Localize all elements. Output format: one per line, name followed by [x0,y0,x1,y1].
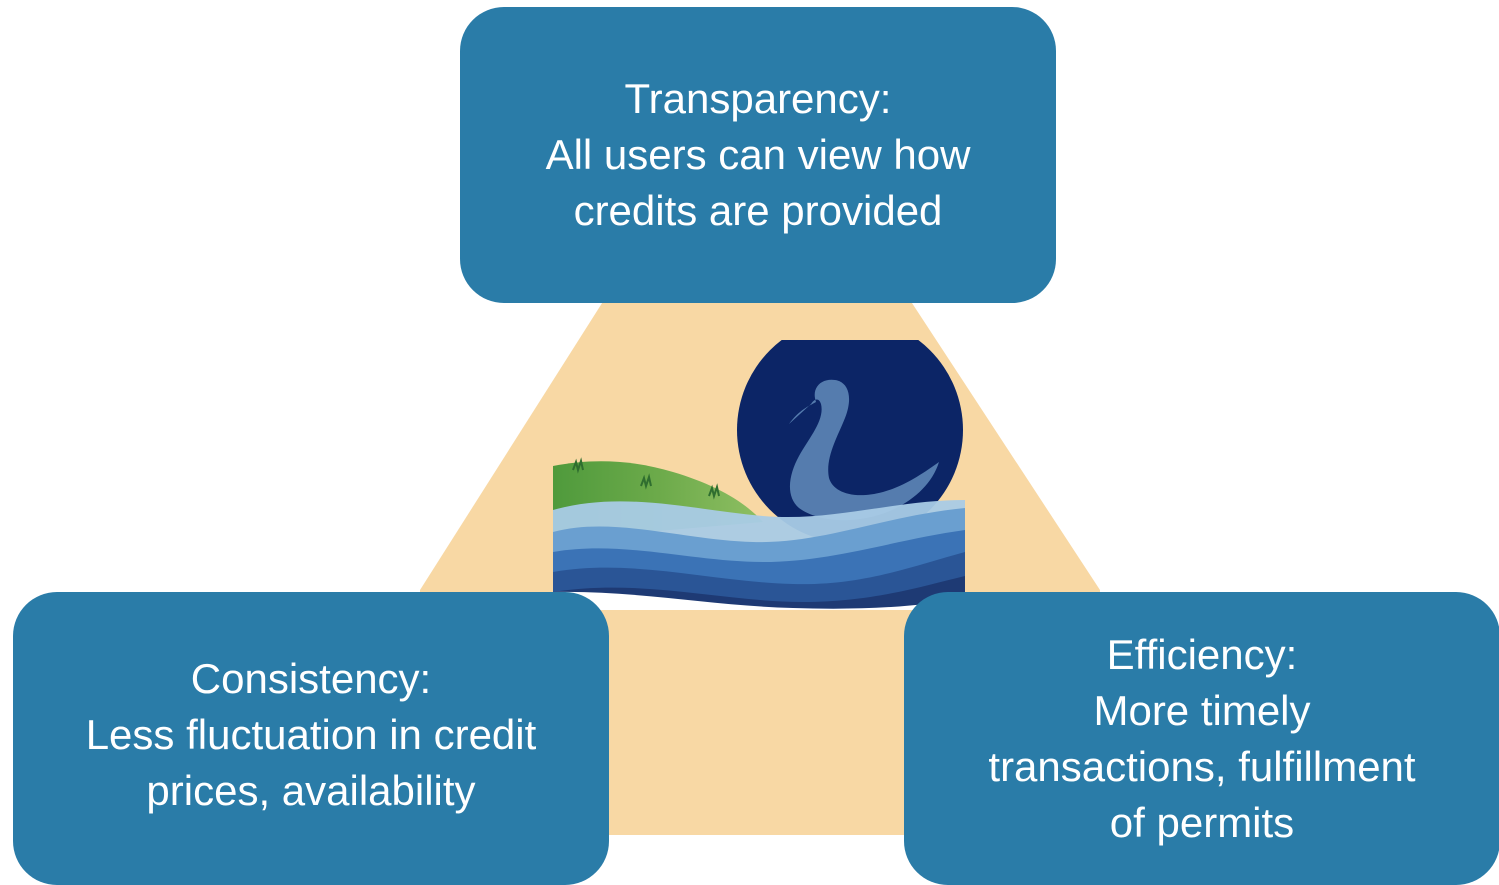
efficiency-line-1: More timely [1093,686,1311,734]
efficiency-heading: Efficiency: [1106,630,1298,678]
consistency-line-2: prices, availability [146,766,476,814]
transparency-line-2: credits are provided [573,187,943,234]
consistency-heading: Consistency: [190,654,432,702]
transparency-box: Transparency: All users can view how cre… [460,7,1056,303]
transparency-heading: Transparency: [624,75,892,122]
transparency-line-1: All users can view how [545,131,971,178]
efficiency-line-2: transactions, fulfillment [988,742,1416,790]
efficiency-line-3: of permits [1109,798,1295,846]
efficiency-box: Efficiency: More timely transactions, fu… [904,592,1499,885]
consistency-box: Consistency: Less fluctuation in credit … [13,592,609,885]
swan-on-water-logo-icon [553,340,965,610]
consistency-line-1: Less fluctuation in credit [85,710,537,758]
